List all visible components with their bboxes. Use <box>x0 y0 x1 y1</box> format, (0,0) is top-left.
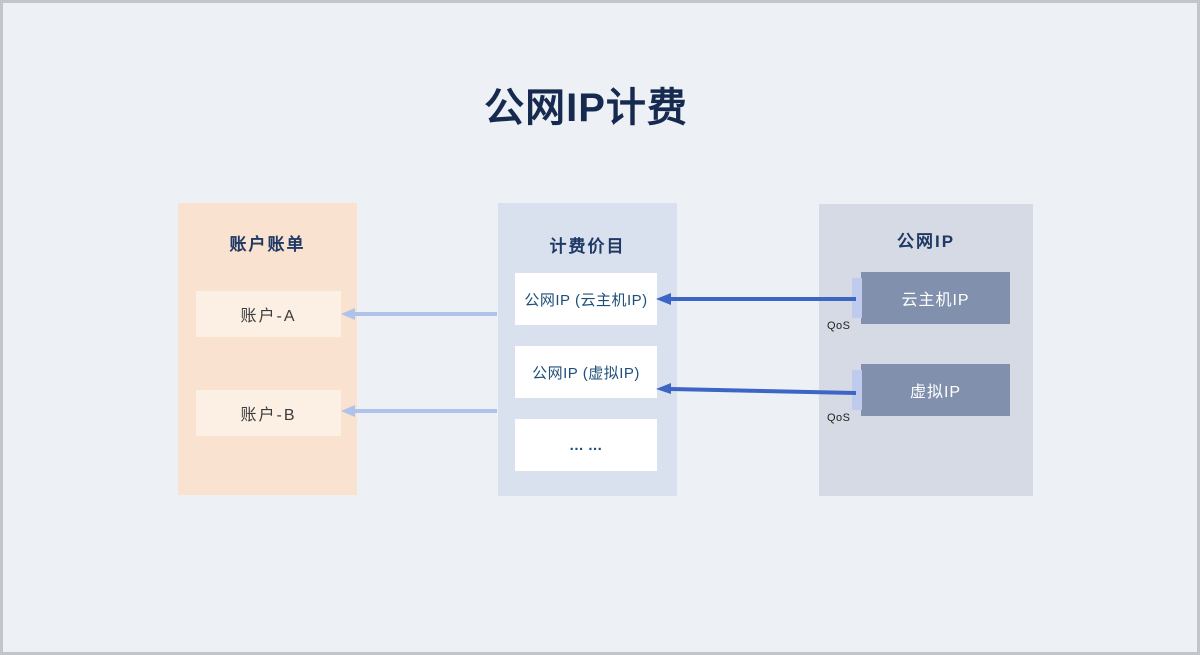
qos-port-cloudhost <box>852 278 862 318</box>
diagram-title: 公网IP计费 <box>484 86 688 130</box>
node-virtual-ip: 虚拟IP <box>861 364 1010 416</box>
panel-public-ip-title: 公网IP <box>896 232 956 251</box>
node-publicip-cloudhost: 公网IP (云主机IP) <box>515 273 657 325</box>
panel-account-bill-title: 账户账单 <box>229 235 306 254</box>
arrow-pricing-to-account-a <box>341 308 497 320</box>
panel-public-ip: 公网IP 云主机IP QoS 虚拟IP QoS <box>819 204 1033 496</box>
node-cloudhost-ip: 云主机IP <box>861 272 1010 324</box>
node-account-a: 账户-A <box>196 291 341 337</box>
panel-billing-price: 计费价目 公网IP (云主机IP) 公网IP (虚拟IP) ... ... <box>498 203 677 496</box>
qos-label-cloudhost: QoS <box>827 320 851 332</box>
node-ellipsis: ... ... <box>515 419 657 471</box>
panel-account-bill: 账户账单 账户-A 账户-B <box>178 203 357 495</box>
panel-billing-price-title: 计费价目 <box>549 237 626 256</box>
qos-label-virtual: QoS <box>827 412 851 424</box>
qos-port-virtual <box>852 370 862 410</box>
arrow-pricing-to-account-b <box>341 405 497 417</box>
node-publicip-virtual: 公网IP (虚拟IP) <box>515 346 657 398</box>
node-account-b: 账户-B <box>196 390 341 436</box>
